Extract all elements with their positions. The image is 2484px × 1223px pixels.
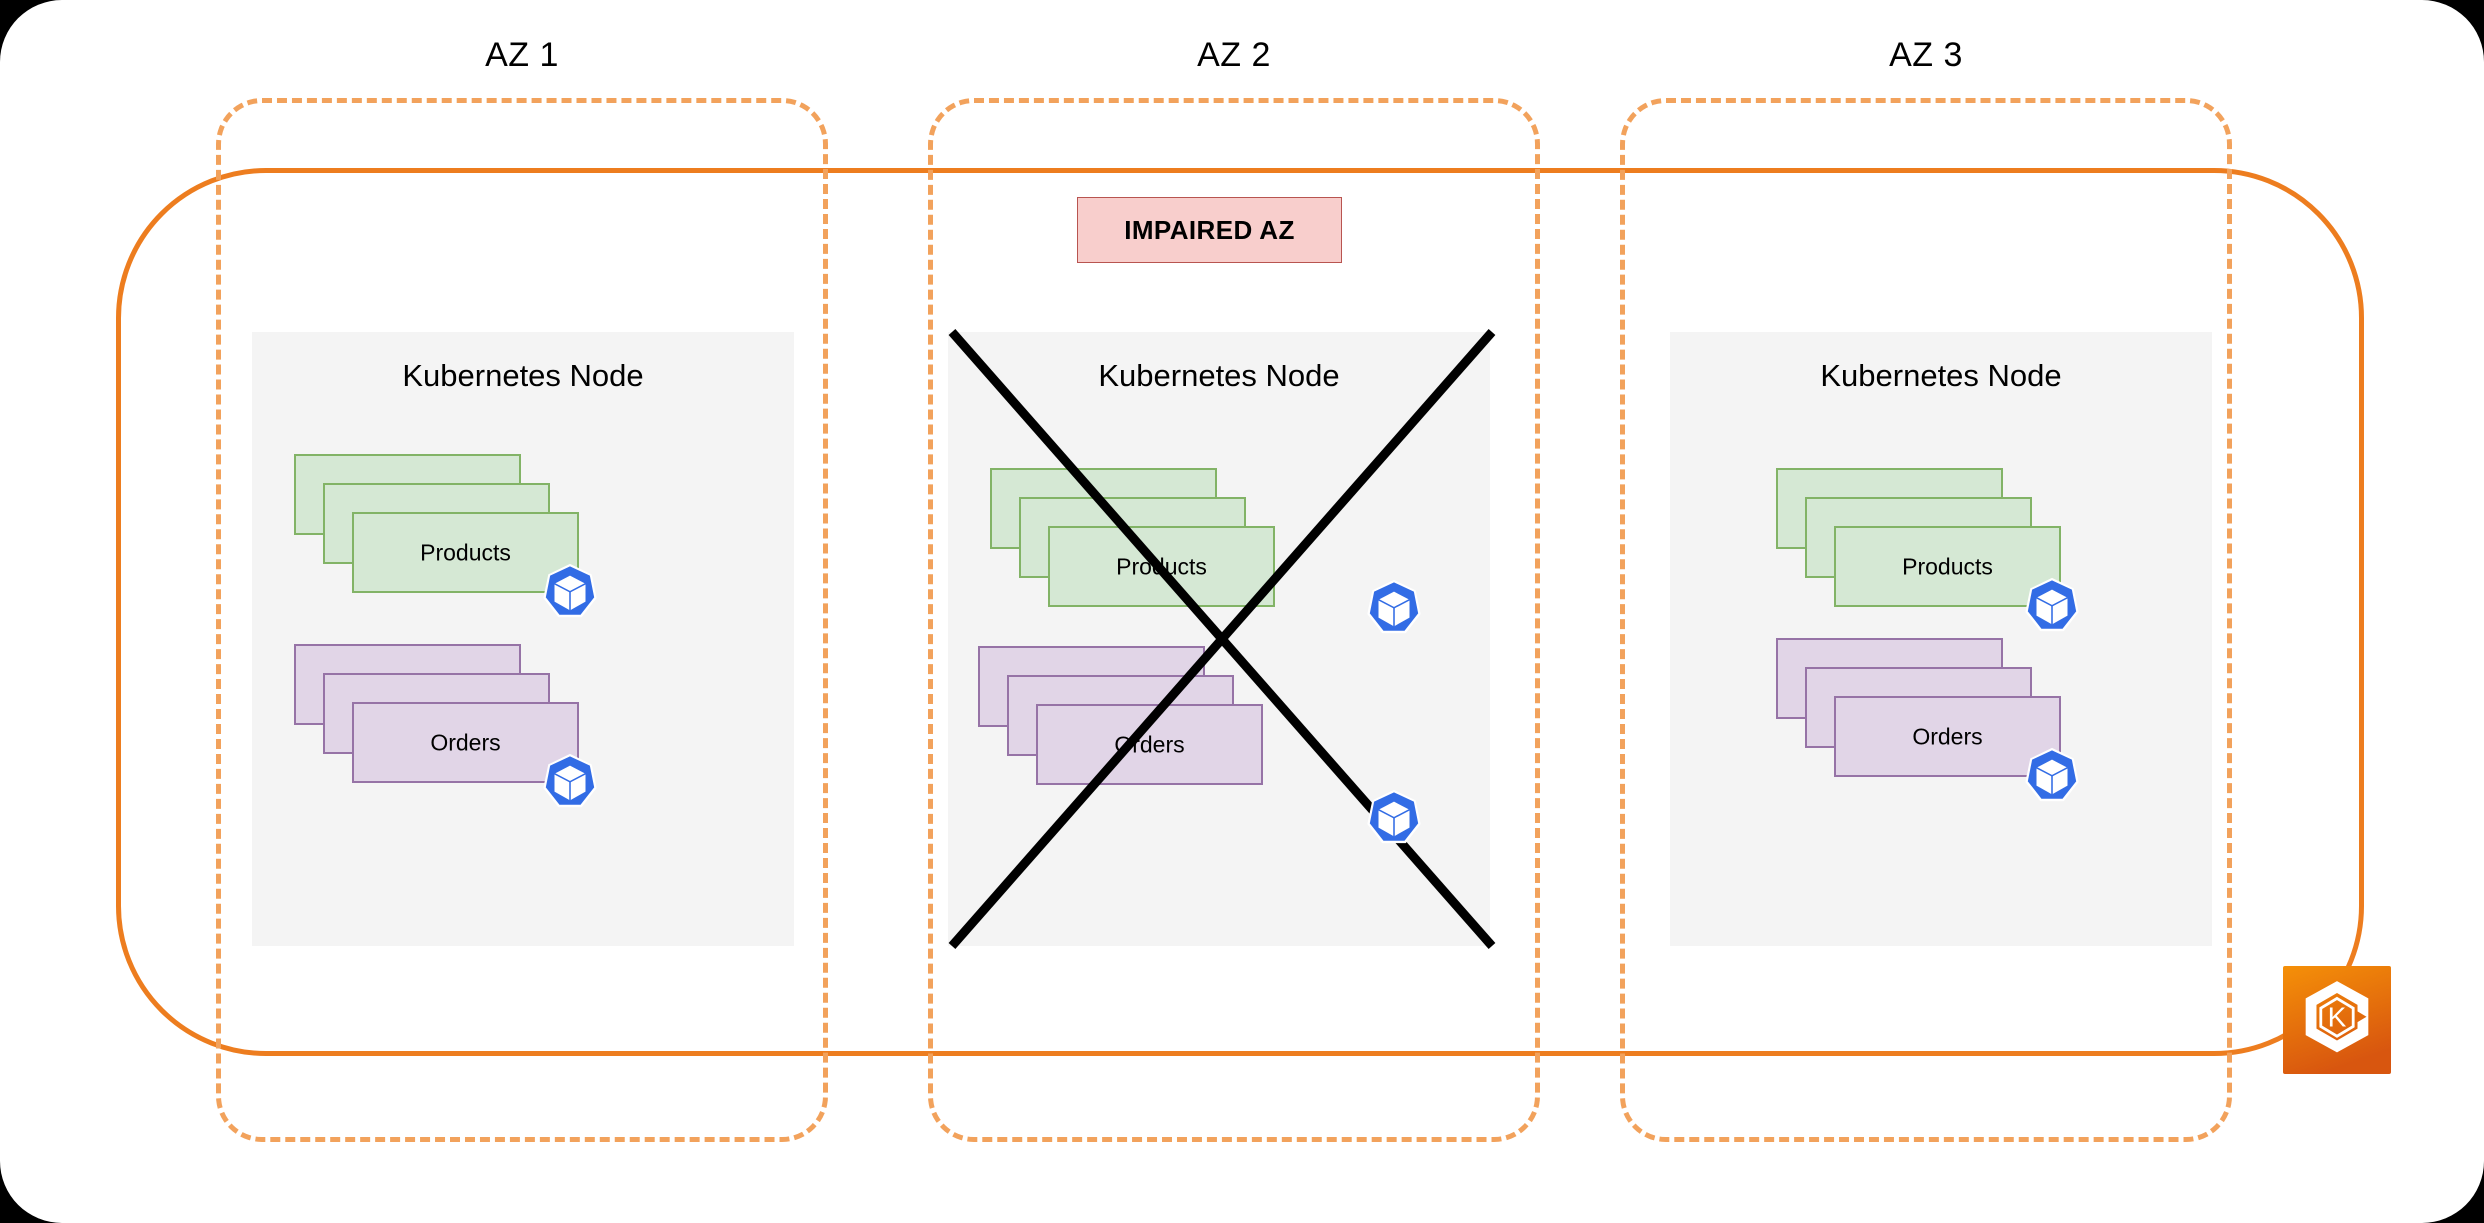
pod-label-products: Products [1116,553,1207,579]
kubernetes-icon [1363,578,1425,640]
pod-label-products: Products [1902,553,1993,579]
az-label-1: AZ 1 [485,36,559,74]
node-title-1: Kubernetes Node [402,358,644,393]
pod-replica: Products [1048,526,1275,607]
pod-replica: Orders [1036,704,1263,785]
availability-zone-3: AZ 3 Kubernetes Node Products [1620,36,2232,1142]
node-title-3: Kubernetes Node [1820,358,2062,393]
impaired-az-badge: IMPAIRED AZ [1077,197,1342,263]
az-boundary-3 [1620,98,2232,1142]
pod-label-orders: Orders [430,729,501,755]
kubernetes-icon [2021,746,2083,808]
kubernetes-icon [539,752,601,814]
pod-stack-products-3: Products [1776,468,2079,632]
az-label-3: AZ 3 [1889,36,1963,74]
pod-stack-orders-2: Orders [978,646,1268,790]
kubernetes-icon [1363,788,1425,850]
kubernetes-node-3: Kubernetes Node Products [1670,332,2212,946]
pod-label-products: Products [420,539,511,565]
pod-replica: Products [1834,526,2061,607]
pod-replica: Orders [1834,696,2061,777]
cluster-boundary [116,168,2364,1056]
kubernetes-icon [2021,576,2083,638]
az-boundary-2 [928,98,1540,1142]
pod-stack-orders-1: Orders [294,644,597,808]
az-label-2: AZ 2 [1197,36,1271,74]
pod-label-orders: Orders [1912,723,1983,749]
amazon-eks-icon: K [2283,966,2391,1074]
pod-stack-products-2: Products [990,468,1280,612]
pod-replica: Products [352,512,579,593]
node-title-2: Kubernetes Node [1098,358,1340,393]
pod-stack-products-1: Products [294,454,597,618]
az-boundary-1 [216,98,828,1142]
availability-zone-1: AZ 1 Kubernetes Node Products [216,36,828,1142]
svg-text:K: K [2328,1001,2347,1032]
kubernetes-icon [539,562,601,624]
pod-label-orders: Orders [1114,731,1185,757]
pod-replica: Orders [352,702,579,783]
kubernetes-node-1: Kubernetes Node Products [252,332,794,946]
pod-stack-orders-3: Orders [1776,638,2079,802]
